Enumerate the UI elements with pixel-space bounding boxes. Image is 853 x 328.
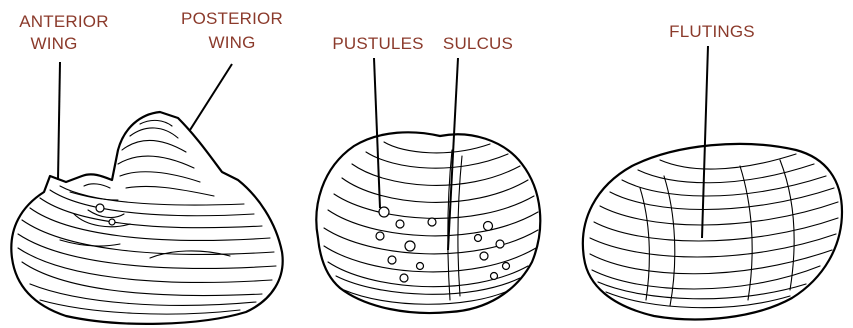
- posterior-wing-label-line1: POSTERIOR: [181, 9, 283, 28]
- anterior-wing-label-line1: ANTERIOR: [19, 12, 108, 31]
- pustules-label: PUSTULES: [332, 34, 423, 53]
- sulcus-label: SULCUS: [443, 34, 513, 53]
- posterior-wing-leader: [190, 64, 232, 130]
- fluted-shell: [583, 144, 842, 320]
- flutings-label: FLUTINGS: [669, 22, 755, 41]
- posterior-wing-label-line2: WING: [208, 33, 255, 52]
- anterior-wing-label-line2: WING: [30, 34, 77, 53]
- winged-shell: [11, 112, 282, 324]
- pustulose-shell: [316, 132, 540, 313]
- fluted-shell-outline: [583, 144, 842, 320]
- anterior-wing-leader: [58, 62, 60, 180]
- winged-shell-outline: [11, 112, 282, 324]
